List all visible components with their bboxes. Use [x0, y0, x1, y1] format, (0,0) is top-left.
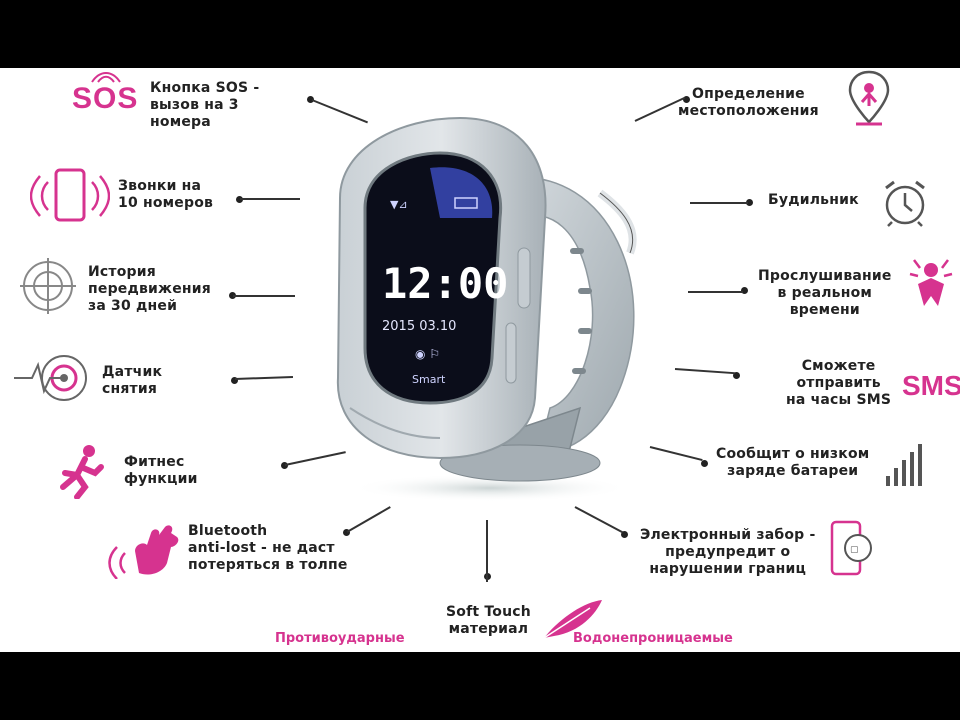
feature-calls: Звонки на 10 номеров [118, 178, 214, 211]
alarm-clock-icon [885, 180, 925, 227]
svg-text:▼⊿: ▼⊿ [390, 198, 408, 211]
hand-signal-icon [108, 525, 179, 579]
svg-text:▢: ▢ [850, 545, 859, 555]
feature-soft-touch: Soft Touch материал [446, 604, 531, 637]
feature-geofence: Электронный забор - предупредит о наруше… [640, 527, 816, 577]
running-man-icon [60, 445, 104, 499]
pulse-target-icon [14, 355, 87, 401]
feature-removal-sensor: Датчик снятия [102, 364, 163, 397]
radar-icon [20, 258, 76, 314]
feature-listening: Прослушивание в реальном времени [758, 268, 892, 318]
feature-sms: Сможете отправить на часы SMS [786, 358, 892, 408]
feature-bluetooth: Bluetooth anti-lost - не даст потеряться… [188, 523, 348, 573]
sms-icon: SMS [902, 370, 960, 401]
svg-text:◉ ⚐: ◉ ⚐ [415, 347, 440, 361]
feature-fitness: Фитнес функции [124, 454, 198, 487]
sos-icon: SOS [72, 82, 139, 115]
feature-sos: Кнопка SOS - вызов на 3 номера [150, 80, 260, 130]
feather-icon [543, 600, 602, 639]
signal-bars-icon [886, 444, 922, 486]
phone-vibrate-icon [30, 168, 110, 222]
infographic: ▼⊿ 12:00 2015 03.10 ◉ ⚐ Smart SOS Кнопка… [0, 68, 960, 652]
watch-brand: Smart [412, 373, 446, 386]
smart-watch-illustration: ▼⊿ 12:00 2015 03.10 ◉ ⚐ Smart [336, 116, 637, 502]
waterproof-label: Водонепроницаемые [573, 631, 733, 646]
watch-date: 2015 03.10 [382, 319, 456, 334]
feature-battery: Сообщит о низком заряде батареи [716, 446, 870, 479]
sos-waves-icon [91, 72, 121, 83]
feature-history: История передвижения за 30 дней [88, 264, 211, 314]
geofence-phone-icon: ▢ [830, 520, 872, 576]
shockproof-label: Противоударные [275, 631, 405, 646]
watch-time: 12:00 [382, 259, 508, 308]
feature-alarm: Будильник [768, 192, 859, 208]
location-pin-icon [848, 70, 890, 126]
feature-location: Определение местоположения [678, 86, 819, 119]
listening-person-icon [909, 259, 953, 306]
